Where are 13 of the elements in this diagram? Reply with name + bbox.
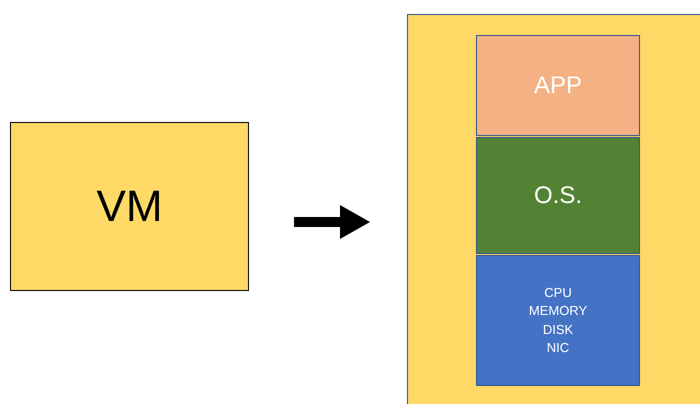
vm-box <box>10 122 249 291</box>
host-panel <box>407 14 700 404</box>
app-layer <box>476 35 640 136</box>
layer-label: O.S. <box>534 180 582 211</box>
os-layer <box>476 137 640 254</box>
layer-label: MEMORY <box>528 302 588 320</box>
layer-label: CPU <box>544 284 572 302</box>
layer-label: NIC <box>546 338 570 357</box>
arrow <box>294 205 370 239</box>
layer-label: DISK <box>542 320 574 338</box>
hardware-layer <box>476 255 640 386</box>
layer-label: APP <box>534 70 582 101</box>
layer-label: VM <box>96 180 162 233</box>
